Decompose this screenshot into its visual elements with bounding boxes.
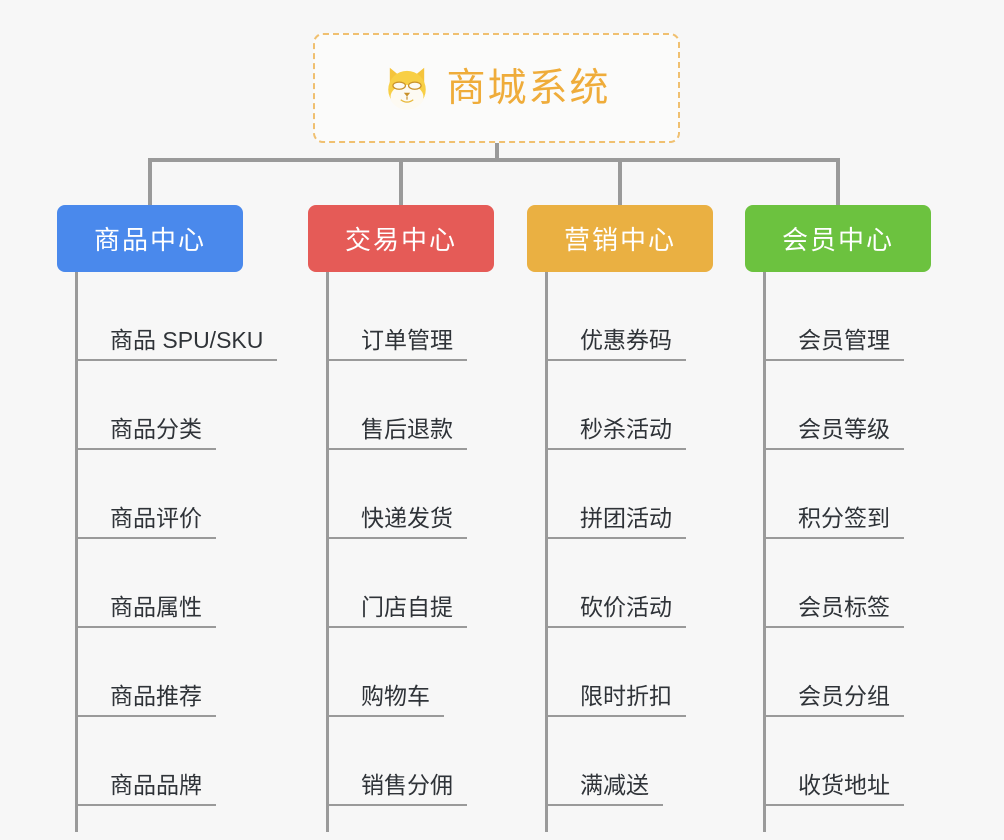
root-node[interactable]: 商城系统 [313,33,680,143]
item-label: 限时折扣 [548,684,686,717]
list-item[interactable]: 门店自提 [329,539,467,628]
list-item[interactable]: 商品分类 [78,361,277,450]
list-item[interactable]: 砍价活动 [548,539,686,628]
item-label: 满减送 [548,773,663,806]
list-item[interactable]: 收货地址 [766,717,904,806]
list-item[interactable]: 订单管理 [329,272,467,361]
item-label: 优惠券码 [548,328,686,361]
item-label: 拼团活动 [548,506,686,539]
item-label: 会员等级 [766,417,904,450]
list-item[interactable]: 会员管理 [766,272,904,361]
item-label: 订单管理 [329,328,467,361]
item-label: 门店自提 [329,595,467,628]
drop-connector-2 [399,158,403,205]
category-label-3: 营销中心 [563,225,676,255]
item-label: 购物车 [329,684,444,717]
item-label: 商品评价 [78,506,216,539]
list-item[interactable]: 积分签到 [766,450,904,539]
item-label: 商品分类 [78,417,216,450]
item-label: 会员标签 [766,595,904,628]
list-item[interactable]: 购物车 [329,628,467,717]
item-label: 商品品牌 [78,773,216,806]
column-stem-2 [326,272,329,832]
item-list-4: 会员管理 会员等级 积分签到 会员标签 会员分组 收货地址 [766,272,904,806]
shiba-dog-icon [388,67,427,110]
list-item[interactable]: 会员标签 [766,539,904,628]
item-label: 商品属性 [78,595,216,628]
list-item[interactable]: 商品推荐 [78,628,277,717]
drop-connector-3 [618,158,622,205]
item-label: 售后退款 [329,417,467,450]
root-stem-connector [495,143,499,162]
category-box-1[interactable]: 商品中心 [57,205,243,272]
horizontal-bus-connector [148,158,840,162]
list-item[interactable]: 商品属性 [78,539,277,628]
item-label: 会员管理 [766,328,904,361]
item-list-1: 商品 SPU/SKU 商品分类 商品评价 商品属性 商品推荐 商品品牌 [78,272,278,806]
category-box-3[interactable]: 营销中心 [527,205,713,272]
list-item[interactable]: 快递发货 [329,450,467,539]
category-box-4[interactable]: 会员中心 [745,205,931,272]
column-stem-1 [75,272,78,832]
list-item[interactable]: 优惠券码 [548,272,686,361]
item-label: 商品推荐 [78,684,216,717]
item-label: 砍价活动 [548,595,686,628]
drop-connector-1 [148,158,152,205]
root-title: 商城系统 [446,66,611,110]
category-box-2[interactable]: 交易中心 [308,205,494,272]
item-label: 秒杀活动 [548,417,686,450]
item-list-2: 订单管理 售后退款 快递发货 门店自提 购物车 销售分佣 [329,272,467,806]
list-item[interactable]: 限时折扣 [548,628,686,717]
column-stem-3 [545,272,548,832]
item-label: 积分签到 [766,506,904,539]
category-label-2: 交易中心 [344,225,457,255]
item-label: 快递发货 [329,506,467,539]
list-item[interactable]: 商品 SPU/SKU [78,272,278,361]
item-label: 会员分组 [766,684,904,717]
list-item[interactable]: 满减送 [548,717,686,806]
list-item[interactable]: 商品评价 [78,450,277,539]
column-stem-4 [763,272,766,832]
list-item[interactable]: 商品品牌 [78,717,277,806]
drop-connector-4 [836,158,840,205]
category-label-1: 商品中心 [93,225,206,255]
item-label: 销售分佣 [329,773,467,806]
category-label-4: 会员中心 [781,225,894,255]
list-item[interactable]: 销售分佣 [329,717,467,806]
item-list-3: 优惠券码 秒杀活动 拼团活动 砍价活动 限时折扣 满减送 [548,272,686,806]
item-label: 商品 SPU/SKU [78,328,278,361]
list-item[interactable]: 售后退款 [329,361,467,450]
list-item[interactable]: 拼团活动 [548,450,686,539]
item-label: 收货地址 [766,773,904,806]
list-item[interactable]: 秒杀活动 [548,361,686,450]
list-item[interactable]: 会员等级 [766,361,904,450]
list-item[interactable]: 会员分组 [766,628,904,717]
